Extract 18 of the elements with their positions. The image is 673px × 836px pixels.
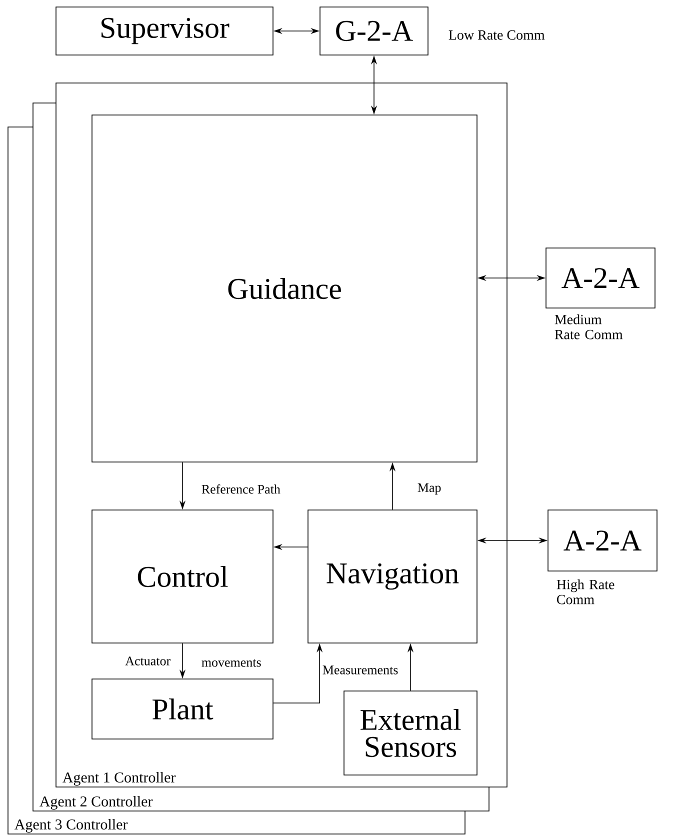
block-box: Supervisor	[56, 6, 274, 56]
block-box: Guidance	[92, 114, 478, 462]
comm-rate-label: Low Rate Comm	[448, 30, 545, 40]
block-box: External Sensors	[344, 690, 478, 776]
block-box: Control	[92, 510, 274, 644]
edge-label: Measurements	[321, 664, 400, 676]
frame-title: Agent 2 Controller	[40, 796, 153, 810]
edge-label: Actuator	[124, 656, 172, 666]
edge-label: Reference Path	[200, 483, 282, 495]
block-box: A-2-A	[546, 248, 656, 308]
comm-rate-label: Medium Rate Comm	[554, 314, 623, 340]
block-box: Plant	[92, 678, 274, 740]
frame-title: Agent 3 Controller	[14, 818, 128, 833]
comm-rate-label: High Rate Comm	[556, 579, 614, 604]
block-box: Navigation	[308, 510, 478, 644]
block-box: A-2-A	[548, 510, 658, 572]
annotation-text: movements	[202, 659, 261, 667]
block-box: G-2-A	[320, 6, 428, 56]
